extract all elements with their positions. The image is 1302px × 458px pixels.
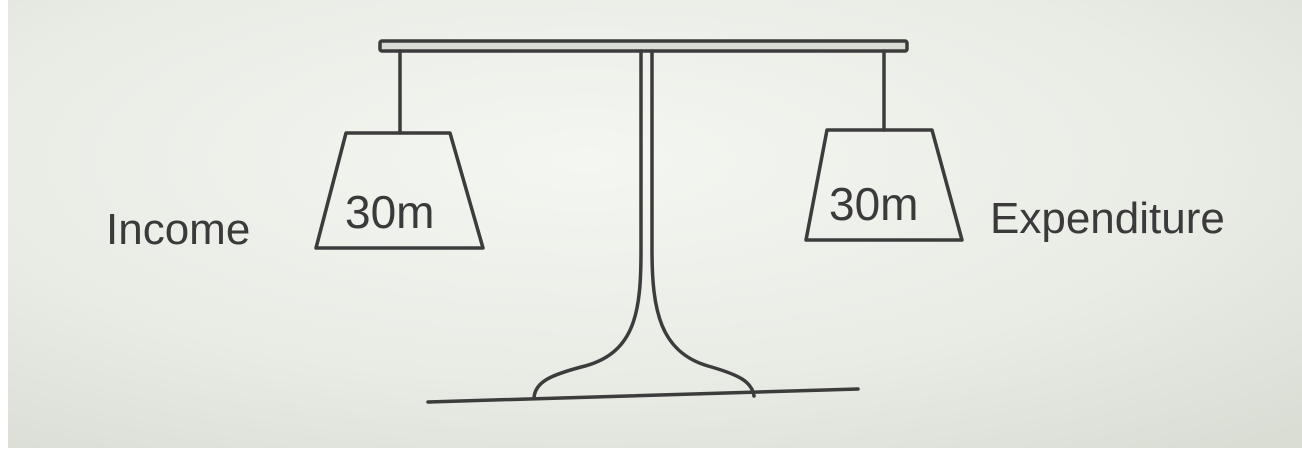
expenditure-label: Expenditure — [990, 194, 1225, 243]
left-border — [0, 0, 8, 458]
right-weight-shape — [804, 128, 964, 242]
left-weight-shape — [314, 131, 485, 250]
income-label: Income — [106, 205, 250, 254]
scale-beam — [378, 39, 909, 53]
scale-drawing — [314, 39, 964, 404]
bottom-border — [0, 448, 1302, 458]
left-weight-value: 30m — [345, 186, 434, 238]
ground-line — [426, 387, 860, 404]
right-weight-value: 30m — [829, 178, 918, 230]
scale-stand — [532, 49, 756, 400]
